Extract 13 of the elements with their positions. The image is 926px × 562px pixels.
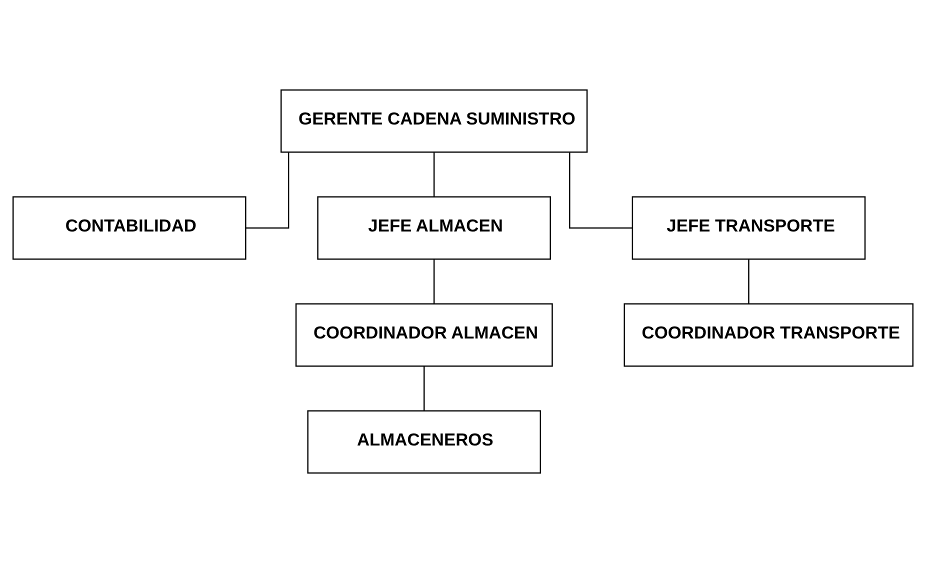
node-box: CONTABILIDAD (12, 196, 246, 260)
node-box: JEFE ALMACEN (317, 196, 551, 260)
connector (569, 152, 632, 228)
connector (748, 259, 750, 304)
connector (433, 259, 435, 304)
node-box: GERENTE CADENA SUMINISTRO (280, 88, 588, 152)
connector (424, 366, 425, 410)
node-box: ALMACENEROS (307, 410, 542, 474)
connector (433, 152, 435, 196)
node-box: JEFE TRANSPORTE (632, 196, 866, 260)
node-box: COORDINADOR TRANSPORTE (624, 302, 914, 366)
node-box: COORDINADOR ALMACEN (295, 302, 553, 366)
connector (246, 152, 290, 228)
